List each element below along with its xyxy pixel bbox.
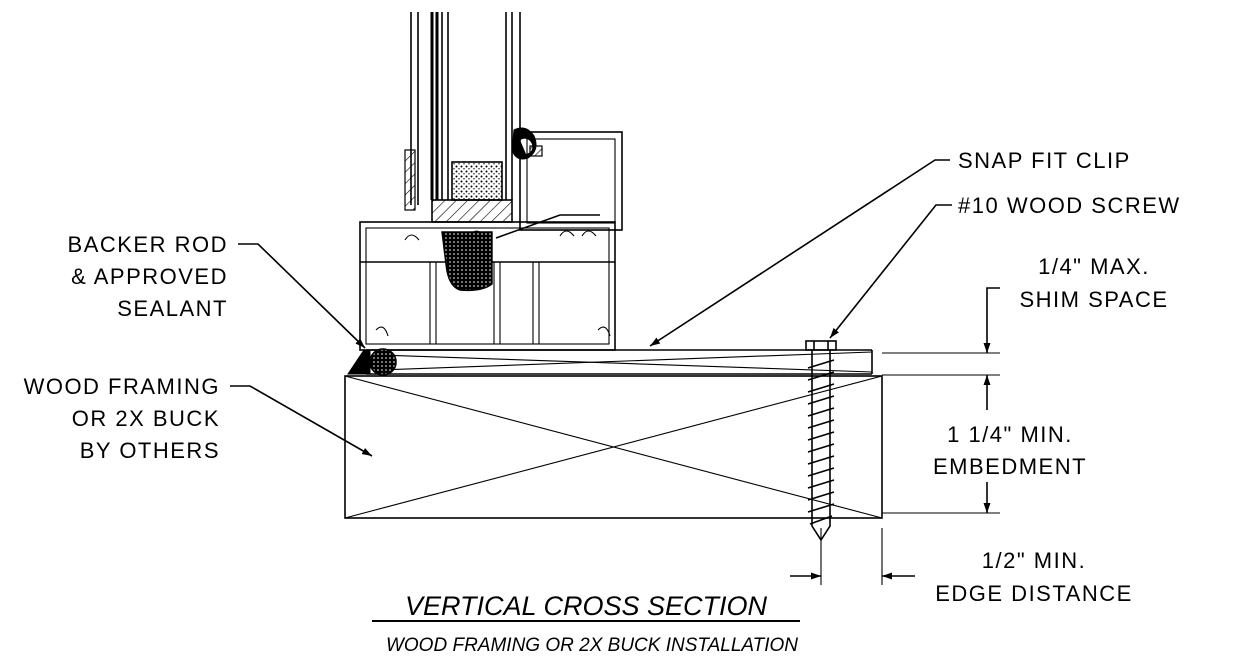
label-edge-distance-line1: 1/2" MIN. [982, 548, 1086, 573]
label-edge-distance-line2: EDGE DISTANCE [935, 581, 1133, 606]
label-wood-framing-line1: WOOD FRAMING [24, 374, 220, 399]
snap-clip-stop [529, 145, 543, 157]
label-wood-framing-line3: BY OTHERS [80, 438, 220, 463]
dimension-lines [790, 287, 1000, 585]
glazing-tape [404, 149, 416, 211]
glazing-unit [410, 12, 521, 205]
setting-block [431, 199, 513, 223]
label-shim-line2: SHIM SPACE [1019, 287, 1168, 312]
label-wood-framing-line2: OR 2X BUCK [72, 406, 220, 431]
wood-framing-block [344, 375, 883, 519]
label-wood-screw: #10 WOOD SCREW [958, 193, 1181, 218]
label-embedment-line1: 1 1/4" MIN. [947, 422, 1073, 447]
label-embedment-line2: EMBEDMENT [933, 454, 1087, 479]
label-backer-rod-line1: BACKER ROD [68, 232, 228, 257]
drawing-title: VERTICAL CROSS SECTION [405, 591, 768, 621]
backer-rod [347, 348, 397, 376]
leader-lines [230, 159, 952, 457]
label-snap-fit-clip: SNAP FIT CLIP [958, 148, 1131, 173]
label-backer-rod-line3: SEALANT [117, 296, 228, 321]
spacer-desiccant [451, 161, 503, 201]
thermal-break [441, 231, 493, 292]
drawing-subtitle: WOOD FRAMING OR 2X BUCK INSTALLATION [386, 635, 798, 656]
label-backer-rod-line2: & APPROVED [71, 264, 228, 289]
label-shim-line1: 1/4" MAX. [1038, 254, 1150, 279]
snap-fit-clip-shape [366, 349, 873, 375]
